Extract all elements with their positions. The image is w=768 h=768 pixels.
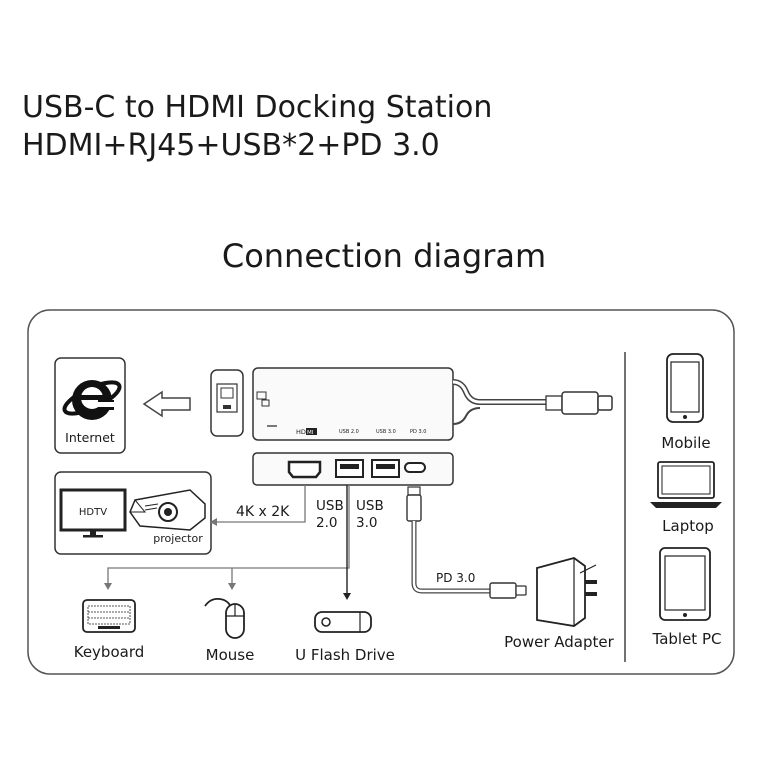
arrow-left-icon — [142, 390, 191, 418]
usb2-port-label: USB 2.0 — [339, 429, 359, 435]
pd-port — [404, 462, 426, 473]
flash-drive-label: U Flash Drive — [295, 646, 395, 664]
hdmi-connection: 4K x 2K — [210, 485, 306, 526]
mobile-phone-icon — [666, 353, 704, 423]
hdmi-resolution-label: 4K x 2K — [236, 504, 290, 520]
internet-label: Internet — [65, 430, 115, 445]
hdtv-icon — [59, 488, 127, 538]
hdtv-label: HDTV — [79, 507, 107, 518]
tablet-icon — [659, 547, 711, 621]
usb-right-line2: 3.0 — [356, 515, 377, 531]
usb3-port-label: USB 3.0 — [376, 429, 396, 435]
power-adapter-label: Power Adapter — [504, 633, 614, 651]
diagram-frame — [27, 309, 735, 675]
usb-c-cable — [452, 379, 613, 425]
power-adapter-icon — [536, 557, 597, 627]
keyboard-icon — [82, 599, 136, 633]
product-subtitle: HDMI+RJ45+USB*2+PD 3.0 — [22, 128, 440, 163]
docking-station-top: HD MI USB 2.0 USB 3.0 PD 3.0 — [252, 367, 454, 441]
ethernet-icon — [256, 391, 270, 407]
mobile-label: Mobile — [661, 434, 710, 452]
laptop-icon — [650, 461, 722, 508]
docking-station-front — [252, 452, 454, 486]
pd-cable-label: PD 3.0 — [436, 571, 475, 585]
rj45-port — [210, 369, 244, 437]
internet-device: Internet — [54, 357, 126, 454]
display-devices: HDTV projector — [54, 471, 212, 555]
diagram-heading: Connection diagram — [221, 237, 547, 275]
projector-label: projector — [153, 532, 203, 545]
laptop-label: Laptop — [662, 517, 714, 535]
product-title: USB-C to HDMI Docking Station — [22, 90, 493, 125]
mouse-label: Mouse — [206, 646, 255, 664]
hdmi-port-label: HD — [296, 428, 306, 436]
ie-logo-icon — [62, 380, 122, 420]
usb-right-line1: USB — [356, 498, 384, 514]
pd-cable: PD 3.0 — [406, 486, 527, 599]
projector-icon — [129, 489, 206, 531]
hdmi-port — [287, 460, 322, 479]
mouse-icon — [204, 597, 245, 639]
usb2-connection: USB 2.0 — [104, 485, 350, 590]
hdmi-port-badge: MI — [307, 430, 314, 436]
usb-left-line1: USB — [316, 498, 344, 514]
keyboard-label: Keyboard — [74, 643, 145, 661]
usb3-connection: USB 3.0 — [343, 485, 384, 600]
pd-port-label: PD 3.0 — [410, 429, 426, 435]
tablet-label: Tablet PC — [652, 630, 722, 648]
usb-left-line2: 2.0 — [316, 515, 337, 531]
flash-drive-icon — [314, 611, 372, 633]
